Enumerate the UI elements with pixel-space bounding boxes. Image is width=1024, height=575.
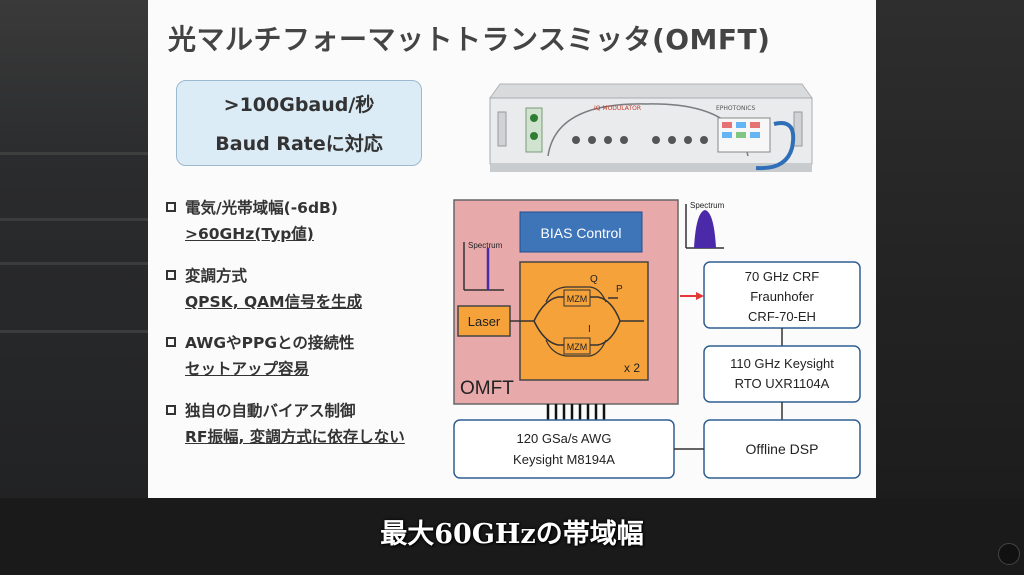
video-caption: 最大60GHzの帯域幅 [380, 519, 644, 550]
bullet-square-icon [166, 202, 176, 212]
feature-sub: QPSK, QAM信号を生成 [185, 293, 363, 311]
crf-line-3: CRF-70-EH [748, 309, 816, 324]
baud-rate-box: >100Gbaud/秒 Baud Rateに対応 [176, 80, 422, 166]
rf-cables [546, 404, 606, 420]
p-label: P [616, 284, 623, 295]
feature-head: 変調方式 [185, 267, 248, 285]
omft-label: OMFT [460, 378, 514, 399]
mzm-i [563, 337, 591, 355]
i-label: I [588, 324, 591, 335]
keysight-line-2: RTO UXR1104A [735, 376, 830, 391]
feature-sub: >60GHz(Typ値) [185, 225, 314, 243]
block-diagram: Spectrum BIAS Control Laser MZM MZM Q I … [453, 199, 861, 479]
device-photo: IQ MODULATOR EPHOTONICS [489, 83, 813, 172]
feature-item: 電気/光帯域幅(-6dB) >60GHz(Typ値) [166, 196, 466, 244]
spectrum-label-1: Spectrum [468, 241, 503, 250]
bullet-square-icon [166, 337, 176, 347]
keysight-line-1: 110 GHz Keysight [730, 356, 834, 371]
awg-line-1: 120 GSa/s AWG [517, 431, 612, 446]
bias-control-block [519, 211, 643, 253]
slide-title: 光マルチフォーマットトランスミッタ(OMFT) [168, 23, 771, 56]
laser-label: Laser [468, 314, 501, 329]
video-bottom-band [0, 498, 1024, 575]
mzm-i-label: MZM [567, 342, 588, 352]
feature-item: 変調方式 QPSK, QAM信号を生成 [166, 264, 466, 312]
mzm-q-label: MZM [567, 294, 588, 304]
awg-block [453, 419, 675, 479]
bullet-square-icon [166, 270, 176, 280]
dsp-label: Offline DSP [746, 441, 819, 457]
device-brand-right: EPHOTONICS [716, 105, 755, 112]
feature-head: AWGやPPGとの接続性 [185, 334, 355, 352]
background-right [876, 0, 1024, 575]
spectrum-band [694, 210, 716, 248]
crf-line-1: 70 GHz CRF [745, 269, 819, 284]
feature-head: 独自の自動バイアス制御 [185, 402, 356, 420]
x2-label: x 2 [624, 361, 640, 375]
feature-head: 電気/光帯域幅(-6dB) [185, 199, 338, 217]
awg-line-2: Keysight M8194A [513, 452, 615, 467]
presentation-slide: 光マルチフォーマットトランスミッタ(OMFT) >100Gbaud/秒 Baud… [148, 0, 876, 498]
bullet-square-icon [166, 405, 176, 415]
feature-item: AWGやPPGとの接続性 セットアップ容易 [166, 331, 466, 379]
feature-item: 独自の自動バイアス制御 RF振幅, 変調方式に依存しない [166, 399, 466, 447]
feature-sub: セットアップ容易 [185, 360, 310, 378]
channel-logo-icon [998, 543, 1020, 565]
mzm-q [563, 289, 591, 307]
feature-sub: RF振幅, 変調方式に依存しない [185, 428, 405, 446]
bias-control-label: BIAS Control [541, 225, 622, 241]
arrow-head-icon [696, 292, 704, 300]
laser-block [457, 305, 511, 337]
q-label: Q [590, 274, 598, 285]
background-left [0, 0, 148, 575]
device-brand-left: IQ MODULATOR [594, 105, 641, 112]
crf-line-2: Fraunhofer [750, 289, 814, 304]
keysight-scope-block [703, 345, 861, 403]
baud-line-2: Baud Rateに対応 [215, 133, 383, 155]
spectrum-label-2: Spectrum [690, 201, 725, 210]
baud-line-1: >100Gbaud/秒 [223, 94, 375, 116]
